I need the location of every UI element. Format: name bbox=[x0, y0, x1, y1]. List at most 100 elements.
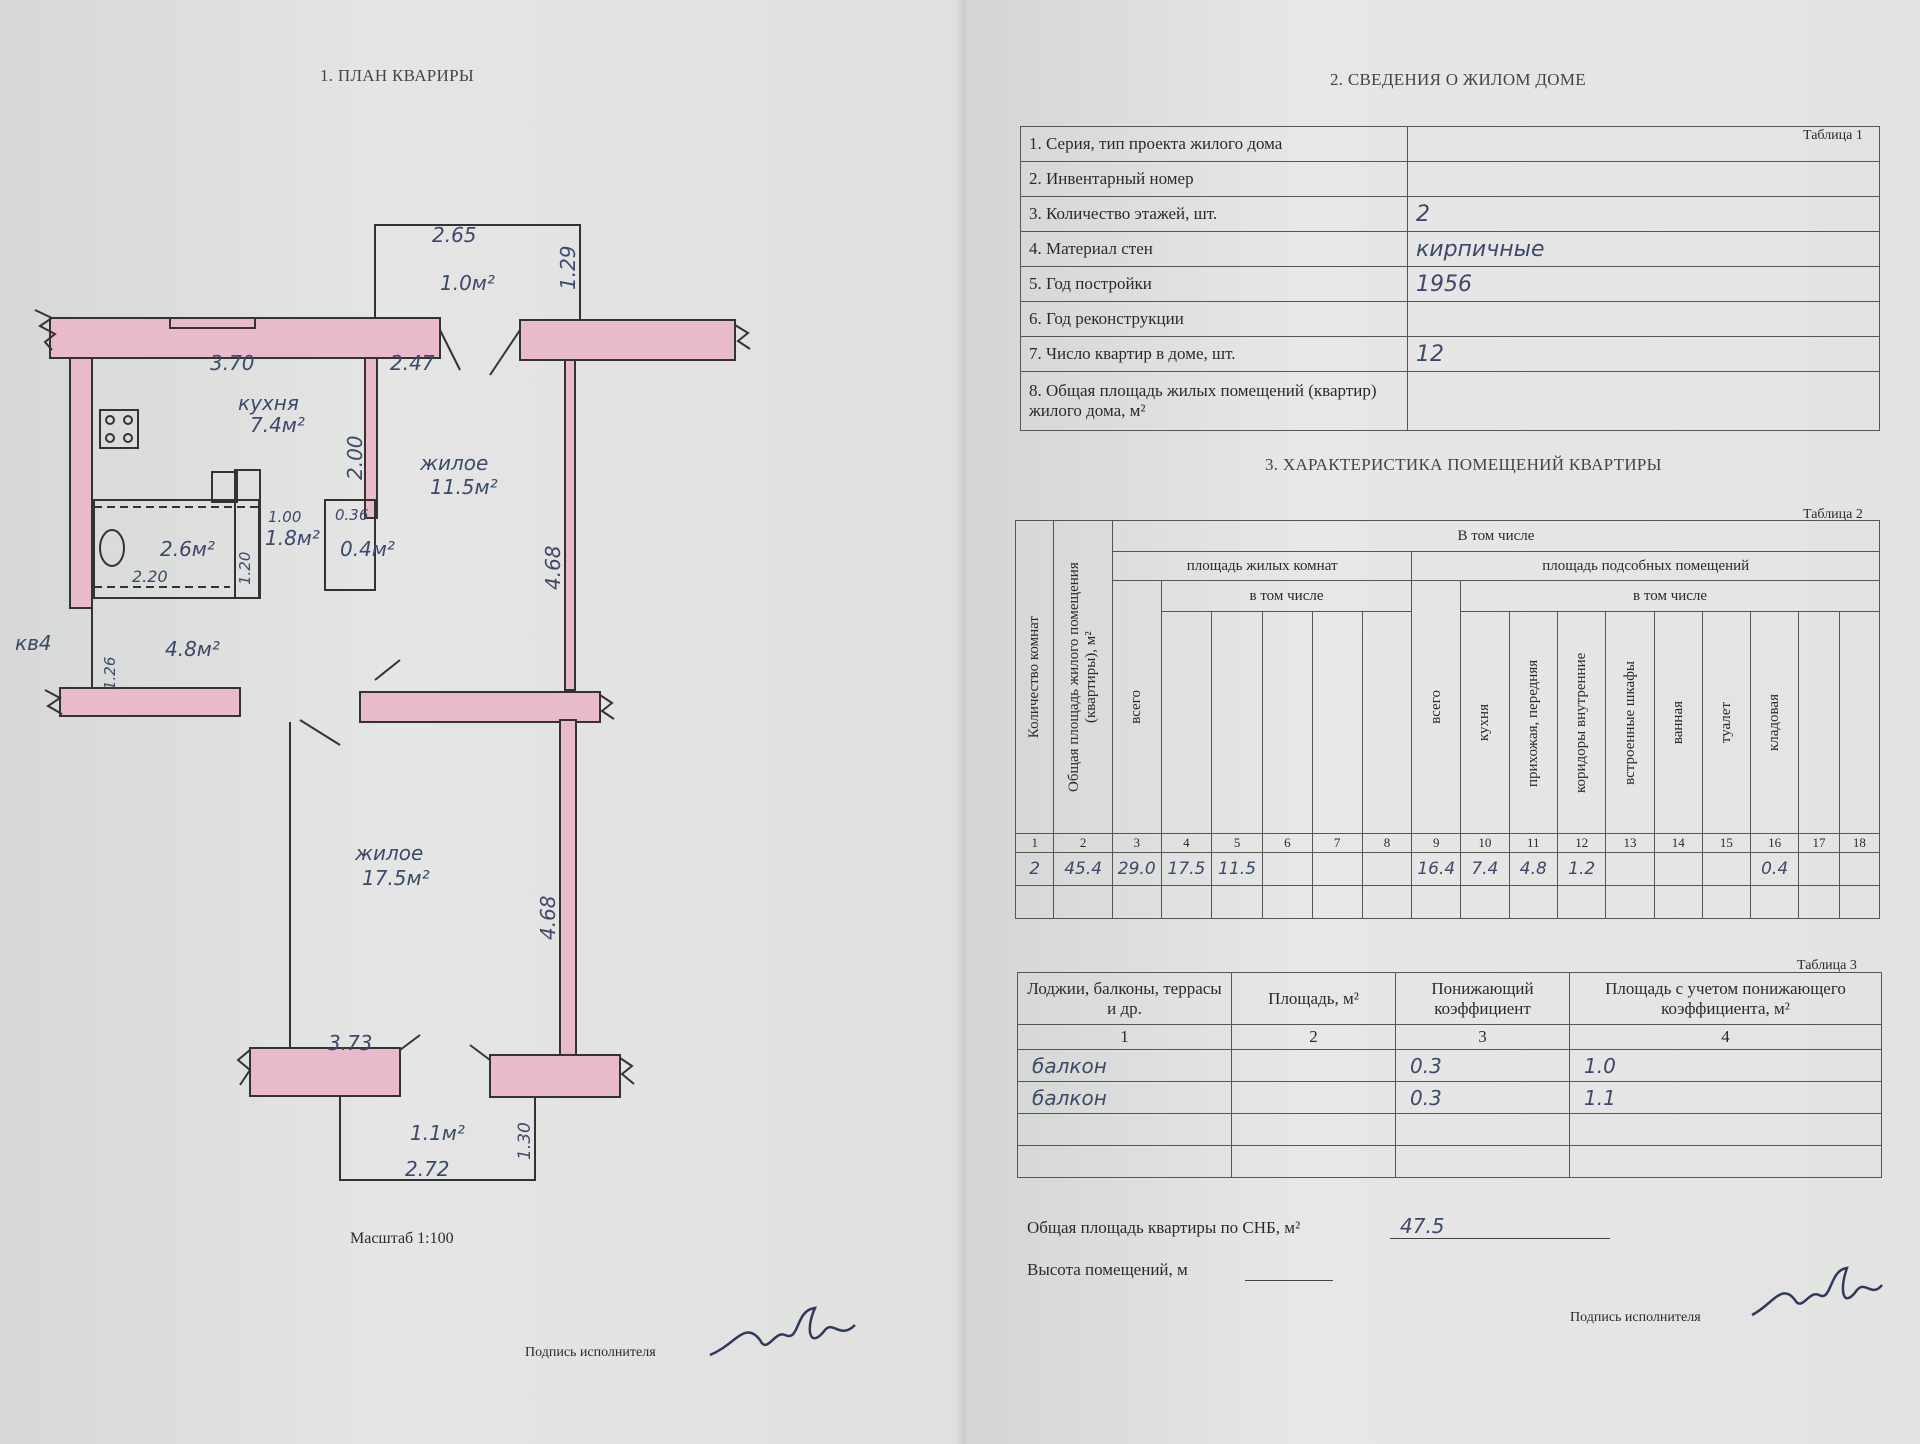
label-wc-area: 1.8м² bbox=[265, 526, 320, 550]
table1-value bbox=[1407, 161, 1880, 197]
table2-col-number: 14 bbox=[1653, 833, 1703, 853]
room-height-label: Высота помещений, м bbox=[1027, 1260, 1188, 1279]
table1-label: 7. Число квартир в доме, шт. bbox=[1020, 336, 1408, 372]
dim-wc-width: 1.00 bbox=[268, 508, 301, 526]
table1-label: 5. Год постройки bbox=[1020, 266, 1408, 302]
table2-col-number: 4 bbox=[1160, 833, 1213, 853]
table2-cell bbox=[1261, 852, 1313, 886]
right-page: 2. СВЕДЕНИЯ О ЖИЛОМ ДОМЕ Таблица 1 1. Се… bbox=[965, 0, 1920, 1444]
label-room1-name: жилое bbox=[419, 451, 488, 475]
t3-h2: Площадь, м² bbox=[1231, 972, 1396, 1025]
dim-bottom-balcony-width: 2.72 bbox=[405, 1157, 450, 1181]
table2-col-number: 2 bbox=[1053, 833, 1113, 853]
table3: Лоджии, балконы, террасы и др. Площадь, … bbox=[1017, 972, 1882, 1178]
wall-bottom-left bbox=[249, 1047, 401, 1097]
wall-mid-left bbox=[59, 687, 241, 717]
table2-col-number: 3 bbox=[1111, 833, 1162, 853]
table2-cell bbox=[1701, 852, 1751, 886]
table2-cell: 0.4 bbox=[1749, 852, 1800, 886]
dim-hall-depth: 1.26 bbox=[101, 657, 119, 690]
wall-mid-right bbox=[359, 691, 601, 723]
left-page: 1. ПЛАН КВАРИРЫ bbox=[0, 0, 965, 1444]
table2-cell bbox=[1653, 852, 1703, 886]
table3-col-number: 3 bbox=[1395, 1024, 1570, 1050]
table2-cell: 45.4 bbox=[1053, 852, 1113, 886]
table2-col-number: 15 bbox=[1701, 833, 1751, 853]
section2-title: 2. СВЕДЕНИЯ О ЖИЛОМ ДОМЕ bbox=[1330, 70, 1586, 89]
dim-room-right-length: 4.68 bbox=[541, 545, 565, 590]
table1-value: кирпичные bbox=[1407, 231, 1880, 267]
t3-h4: Площадь с учетом понижающего коэффициент… bbox=[1569, 972, 1882, 1025]
table3-cell bbox=[1231, 1081, 1396, 1114]
table1-row: 3. Количество этажей, шт.2 bbox=[1020, 196, 1880, 232]
label-room2-area: 17.5м² bbox=[362, 866, 430, 890]
table2-cell: 7.4 bbox=[1460, 852, 1510, 886]
t2-h-all2: всего bbox=[1427, 690, 1444, 724]
label-room1-area: 11.5м² bbox=[430, 475, 498, 499]
table3-cell: 0.3 bbox=[1395, 1081, 1570, 1114]
table2-col-number: 5 bbox=[1211, 833, 1263, 853]
table1-label: 2. Инвентарный номер bbox=[1020, 161, 1408, 197]
t3-h1: Лоджии, балконы, террасы и др. bbox=[1017, 972, 1232, 1025]
t2-h-all: всего bbox=[1128, 690, 1145, 724]
t2-h-bath: ванная bbox=[1669, 700, 1686, 745]
dim-kitchen-width: 3.70 bbox=[210, 351, 255, 375]
t2-h-hall: прихожая, передняя bbox=[1524, 658, 1541, 787]
balcony-bottom bbox=[339, 1097, 536, 1181]
t2-h-incl3: в том числе bbox=[1460, 580, 1880, 612]
label-top-balcony-area-2: 1.0м² bbox=[440, 271, 495, 295]
table2-col-number: 9 bbox=[1411, 833, 1462, 853]
floor-plan: 2.65 2.6м² 1.0м² 3.70 2.47 кухня 7.4м² ж… bbox=[15, 223, 751, 1181]
table3-cell: 0.3 bbox=[1395, 1049, 1570, 1082]
table3-cell: балкон bbox=[1017, 1081, 1232, 1114]
table2-cell bbox=[1798, 852, 1840, 886]
t2-h-rooms: Количество комнат bbox=[1026, 615, 1043, 739]
table1-label: 6. Год реконструкции bbox=[1020, 301, 1408, 337]
table3-cell: 1.0 bbox=[1569, 1049, 1882, 1082]
label-apt-code: кв4 bbox=[15, 631, 52, 655]
wall-bottom-right bbox=[489, 1054, 621, 1098]
table2-cell bbox=[1361, 852, 1413, 886]
table2-col-number: 11 bbox=[1508, 833, 1559, 853]
table2-col-number: 8 bbox=[1361, 833, 1413, 853]
table1-row: 6. Год реконструкции bbox=[1020, 301, 1880, 337]
left-signature-label: Подпись исполнителя bbox=[525, 1345, 656, 1360]
t2-h-kitchen: кухня bbox=[1476, 703, 1493, 741]
right-signature-label: Подпись исполнителя bbox=[1570, 1310, 1701, 1325]
dim-bottom-balcony-depth: 1.30 bbox=[515, 1122, 535, 1160]
table1-value bbox=[1407, 126, 1880, 162]
table3-col-number: 1 bbox=[1017, 1024, 1232, 1050]
right-signature-icon bbox=[1751, 1266, 1883, 1317]
dim-bath-width: 2.20 bbox=[132, 567, 168, 586]
table1-value bbox=[1407, 371, 1880, 431]
table1-row: 7. Число квартир в доме, шт.12 bbox=[1020, 336, 1880, 372]
t2-h-incl: В том числе bbox=[1111, 520, 1881, 552]
table2-col-number: 6 bbox=[1261, 833, 1313, 853]
plan-title: 1. ПЛАН КВАРИРЫ bbox=[320, 66, 475, 85]
t3-h3: Понижающий коэффициент bbox=[1395, 972, 1570, 1025]
table2-cell: 29.0 bbox=[1111, 852, 1162, 886]
wall-kitchen bbox=[364, 357, 378, 519]
dim-corridor-width: 2.47 bbox=[390, 351, 435, 375]
table1-value: 12 bbox=[1407, 336, 1880, 372]
table2-cell bbox=[1311, 852, 1363, 886]
table2-caption: Таблица 2 bbox=[1803, 507, 1863, 522]
dim-wc-depth: 1.20 bbox=[236, 552, 254, 585]
label-bath-area: 2.6м² bbox=[160, 537, 215, 561]
dim-kitchen-depth: 2.00 bbox=[343, 435, 367, 480]
t2-h-incl2: в том числе bbox=[1160, 580, 1413, 612]
table1-value: 1956 bbox=[1407, 266, 1880, 302]
wall-top-right bbox=[519, 319, 736, 361]
t2-h-closets: встроенные шкафы bbox=[1621, 660, 1638, 785]
wall-right-upper bbox=[564, 359, 576, 691]
section3-title: 3. ХАРАКТЕРИСТИКА ПОМЕЩЕНИЙ КВАРТИРЫ bbox=[1265, 455, 1662, 474]
t2-h-corr: коридоры внутренние bbox=[1573, 652, 1590, 793]
table1-label: 8. Общая площадь жилых помещений (кварти… bbox=[1020, 371, 1408, 431]
table2: Количество комнат Общая площадь жилого п… bbox=[1014, 520, 1881, 919]
table1-label: 1. Серия, тип проекта жилого дома bbox=[1020, 126, 1408, 162]
